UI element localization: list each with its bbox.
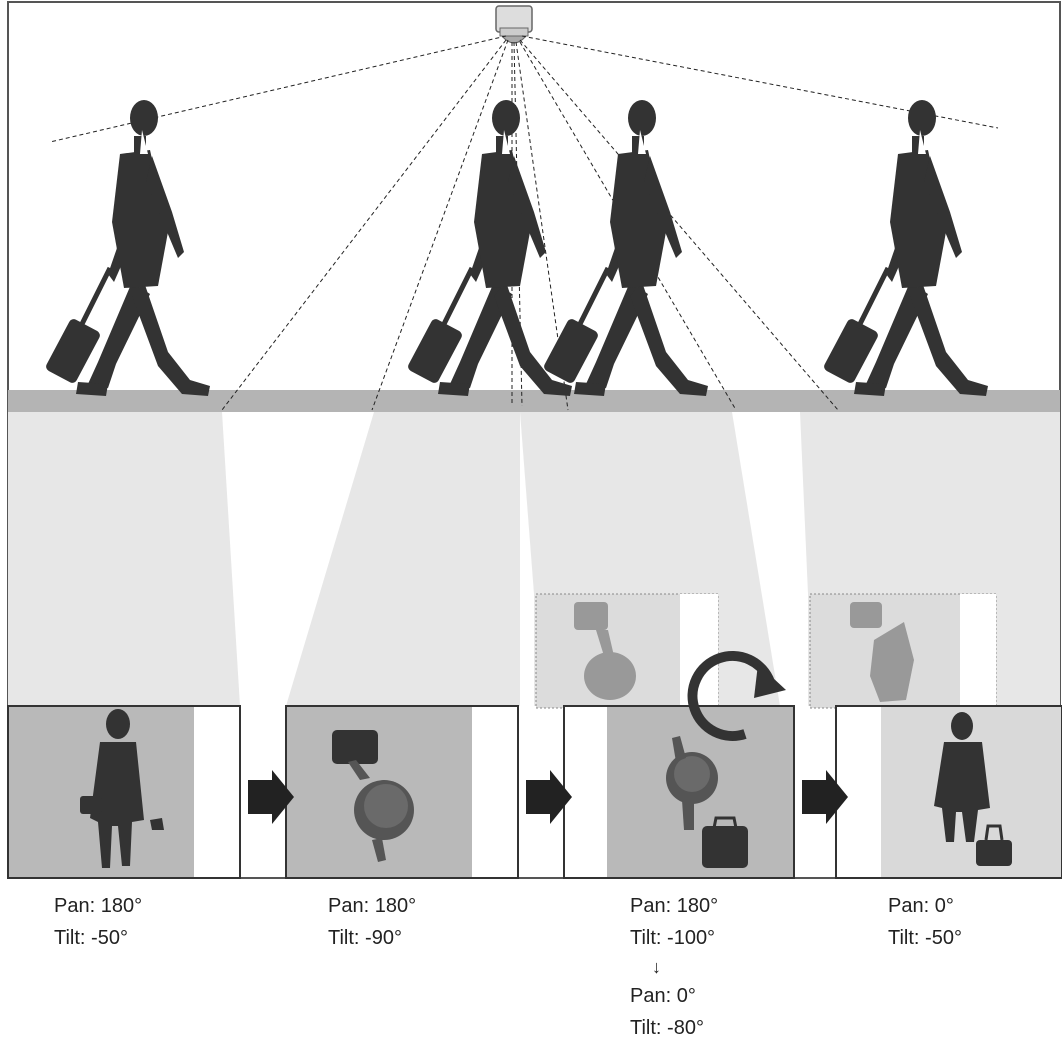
pan-value: Pan: 0° [888,895,954,917]
camera-view-1 [7,705,241,879]
camera-view-3 [563,651,795,879]
pan-value: Pan: 180° [630,895,719,917]
floor [8,390,1060,412]
pan-value: Pan: 180° [328,895,417,917]
walker-figure-2 [406,100,572,396]
inset-view-4 [809,593,997,709]
tilt-value: Tilt: -100° [630,927,716,949]
transition-arrow-icon: ↓ [652,957,661,977]
walker-figure-1 [44,100,210,396]
pan-value-after: Pan: 0° [630,985,696,1007]
step-arrow-1 [248,770,294,824]
camera-view-2 [285,705,519,879]
tilt-value: Tilt: -50° [54,927,128,949]
projection-view-1 [8,412,240,706]
step-arrow-2 [526,770,572,824]
camera-view-4 [835,705,1062,879]
dome-camera-icon [495,5,533,44]
caption-step-3: Pan: 180° Tilt: -100° ↓ Pan: 0° Tilt: -8… [630,890,718,1044]
caption-step-2: Pan: 180° Tilt: -90° [328,890,416,954]
rotate-icon [687,651,786,741]
walker-figure-3 [542,100,708,396]
tilt-value: Tilt: -90° [328,927,402,949]
projection-view-2 [286,412,520,706]
pan-value: Pan: 180° [54,895,143,917]
inset-view-3 [535,593,719,709]
tilt-value-after: Tilt: -80° [630,1017,704,1039]
caption-step-1: Pan: 180° Tilt: -50° [54,890,142,954]
step-arrow-3 [802,770,848,824]
walker-figure-4 [822,100,988,396]
tilt-value: Tilt: -50° [888,927,962,949]
caption-step-4: Pan: 0° Tilt: -50° [888,890,962,954]
